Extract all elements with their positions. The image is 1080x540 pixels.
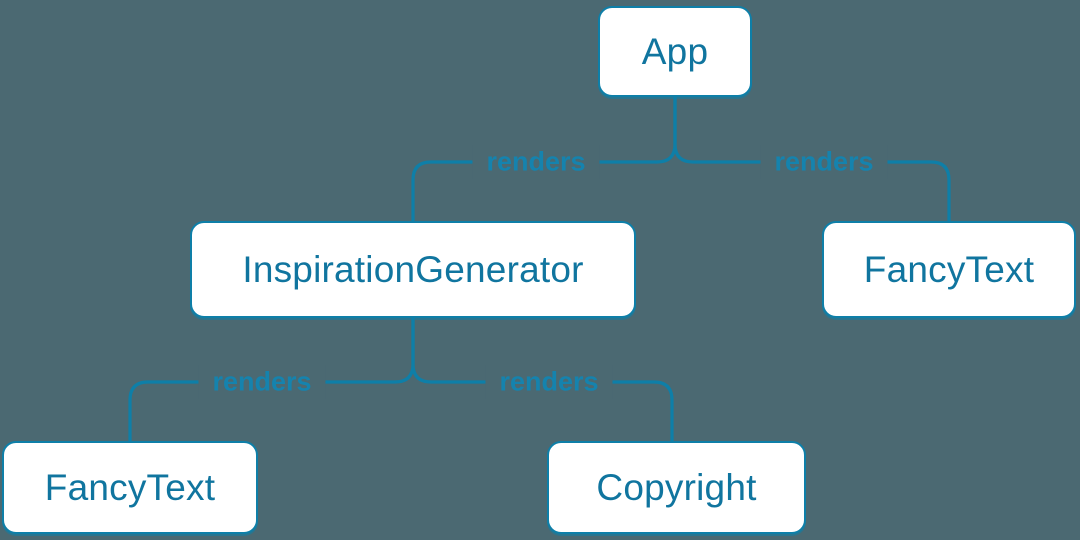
edge-label-app-inspirationgenerator: renders bbox=[472, 144, 600, 180]
node-fancy-text-bottom-label: FancyText bbox=[44, 466, 216, 508]
node-inspiration-generator: InspirationGenerator bbox=[190, 221, 636, 318]
edge-label-inspirationgenerator-fancytext: renders bbox=[198, 364, 326, 400]
edge-label-inspirationgenerator-copyright: renders bbox=[485, 364, 613, 400]
node-app: App bbox=[598, 6, 752, 97]
node-app-label: App bbox=[641, 30, 709, 72]
node-copyright-label: Copyright bbox=[596, 466, 757, 508]
edge-label-app-fancytext: renders bbox=[760, 144, 888, 180]
node-copyright: Copyright bbox=[547, 441, 806, 534]
node-fancy-text-top-label: FancyText bbox=[863, 248, 1035, 290]
node-inspiration-generator-label: InspirationGenerator bbox=[242, 248, 584, 290]
node-fancy-text-top: FancyText bbox=[822, 221, 1076, 318]
node-fancy-text-bottom: FancyText bbox=[2, 441, 258, 534]
